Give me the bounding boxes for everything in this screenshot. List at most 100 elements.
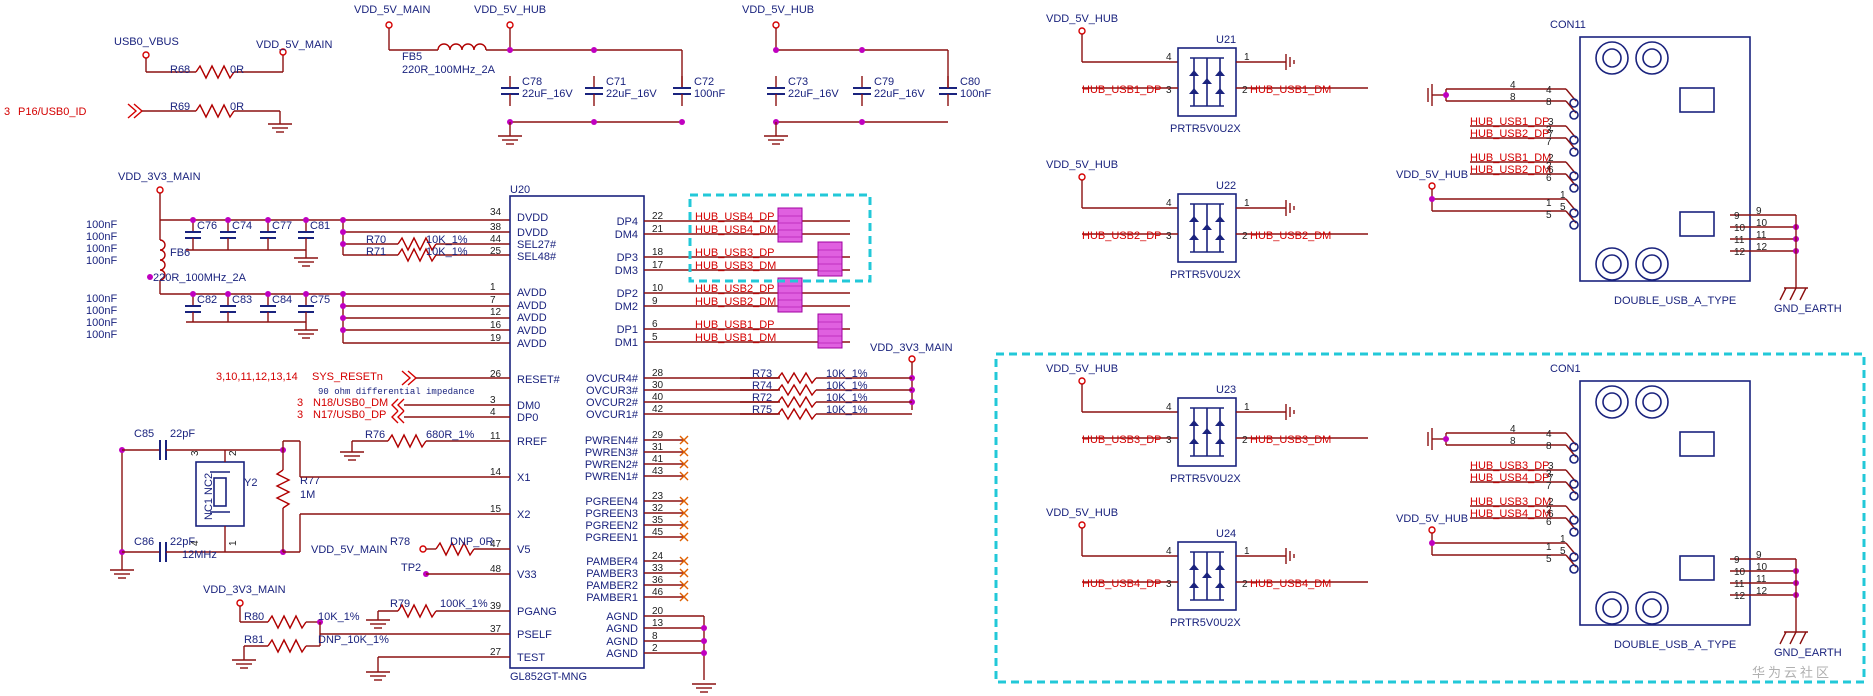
reset-pages: 3,10,11,12,13,14 [216, 371, 298, 383]
u20-right-pin-num: 24 [652, 551, 664, 562]
connector-inner-data-pin: 2 [1546, 505, 1552, 516]
cap-row2-ref: C75 [310, 294, 330, 306]
watermark: 华为云社区 [1752, 665, 1832, 680]
esd-pin-dp: 3 [1166, 579, 1172, 590]
xtal-pin-1: 1 [228, 540, 239, 546]
connector-data-pin: 3 [1548, 461, 1554, 472]
connector-inner-data-pin: 7 [1546, 137, 1552, 148]
connector-net: HUB_USB4_DM [1470, 508, 1551, 520]
decoupling-value: 100nF [86, 293, 117, 305]
ovcur-res-ref: R73 [752, 368, 772, 380]
u20-left-pin-name: X1 [517, 472, 530, 484]
u20-right-pin-name: PGREEN3 [585, 508, 638, 520]
connector-ref: CON11 [1550, 19, 1586, 31]
fb5-value: 220R_100MHz_2A [402, 64, 496, 76]
u20-right-pin-name: PWREN4# [585, 435, 639, 447]
u20-left-pin-num: 7 [490, 295, 496, 306]
u20-left-pin-name: TEST [517, 652, 545, 664]
connector-data-pin: 2 [1548, 153, 1554, 164]
hub-net-label: HUB_USB4_DM [695, 224, 776, 236]
cap-row1-ref: C77 [272, 220, 292, 232]
u20-right-pin-num: 20 [652, 606, 664, 617]
vdd-5v-main-label-1: VDD_5V_MAIN [256, 39, 332, 51]
top-caps-group: C7822uF_16VC7122uF_16VC72100nFC7322uF_16… [498, 76, 991, 145]
u20-left-pin-num: 19 [490, 333, 502, 344]
u20-left-pin-num: 1 [490, 282, 496, 293]
u20-left-pin-name: RESET# [517, 374, 561, 386]
usb0-dm-page: 3 [297, 397, 303, 409]
cap-ref: C72 [694, 76, 714, 88]
connector-gnd-pin: 4 [1510, 80, 1516, 91]
u20-right-pin-num: 2 [652, 643, 658, 654]
connector-shield-pin: 10 [1756, 218, 1768, 229]
u20-right-pin-name: DP4 [617, 216, 638, 228]
hub-net-label: HUB_USB4_DP [695, 211, 774, 223]
r76-ref: R76 [365, 429, 385, 441]
usb0-dm-net: N18/USB0_DM [313, 397, 388, 409]
r79-value: 100K_1% [440, 598, 488, 610]
c85-value: 22pF [170, 428, 195, 440]
u20-right-pin-name: DP2 [617, 288, 638, 300]
connector-inner-shield-pin: 11 [1734, 579, 1745, 590]
cap-value: 100nF [694, 88, 725, 100]
ovcur-res-value: 10K_1% [826, 368, 868, 380]
u20-left-pin-num: 39 [490, 601, 502, 612]
u20-right-pin-name: PAMBER4 [586, 556, 638, 568]
u20-left-pin-num: 26 [490, 369, 502, 380]
r78-ref: R78 [390, 536, 410, 548]
connector-net: HUB_USB1_DM [1470, 152, 1551, 164]
u20-left-pin-name: DM0 [517, 400, 540, 412]
r70-value: 10K_1% [426, 234, 468, 246]
u20-right-pin-num: 31 [652, 442, 664, 453]
esd-chip-body [1177, 541, 1237, 611]
connector-inner-gnd-pin: 4 [1546, 429, 1552, 440]
u20-right-pin-num: 18 [652, 247, 664, 258]
y2-ref: Y2 [244, 477, 257, 489]
u20-left-pin-name: AVDD [517, 338, 547, 350]
hub-net-label: HUB_USB1_DP [695, 319, 774, 331]
connector-body [1579, 380, 1751, 626]
esd-part: PRTR5V0U2X [1170, 269, 1241, 281]
test-pad-pair [777, 207, 803, 243]
decoupling-value: 100nF [86, 231, 117, 243]
connector-inner-shield-pin: 9 [1734, 555, 1740, 566]
usb0-vbus-label: USB0_VBUS [114, 36, 179, 48]
connector-gnd-pin: 8 [1510, 92, 1516, 103]
u20-right-pin-num: 42 [652, 404, 664, 415]
u20-left-pin-name: RREF [517, 436, 547, 448]
connector-inner-shield-pin: 10 [1734, 223, 1746, 234]
esd-pin-4: 4 [1166, 402, 1172, 413]
u20-left-pin-name: AVDD [517, 287, 547, 299]
r77-ref: R77 [300, 475, 320, 487]
connector-shield-pin: 12 [1756, 586, 1768, 597]
connector-net: HUB_USB1_DP [1470, 116, 1549, 128]
ovcur-section: VDD_3V3_MAIN [870, 342, 953, 410]
u20-right-pin-num: 28 [652, 368, 664, 379]
u20-right-pin-num: 32 [652, 503, 664, 514]
u20-left-pin-num: 3 [490, 395, 496, 406]
u20-right-pin-num: 45 [652, 527, 664, 538]
connector-inner-data-pin: 3 [1546, 469, 1552, 480]
hub-net-label: HUB_USB1_DM [695, 332, 776, 344]
u20-right-pin-num: 9 [652, 296, 658, 307]
connector-vbus-pin: 5 [1560, 546, 1566, 557]
u20-right-pin-num: 35 [652, 515, 664, 526]
decoupling-value: 100nF [86, 255, 117, 267]
esd-pin-dp: 3 [1166, 435, 1172, 446]
connector-net: HUB_USB2_DM [1470, 164, 1551, 176]
connector-net: HUB_USB2_DP [1470, 128, 1549, 140]
u20-right-pin-name: DP3 [617, 252, 638, 264]
u20-left-pin-name: SEL48# [517, 251, 557, 263]
esd-pin-1: 1 [1244, 52, 1250, 63]
connector-vbus-pin: 5 [1560, 202, 1566, 213]
crystal-y2-body [195, 461, 245, 527]
vdd-5v-hub-label: VDD_5V_HUB [1396, 513, 1468, 525]
u20-right-pin-name: PGREEN2 [585, 520, 638, 532]
ovcur-res-ref: R74 [752, 380, 772, 392]
